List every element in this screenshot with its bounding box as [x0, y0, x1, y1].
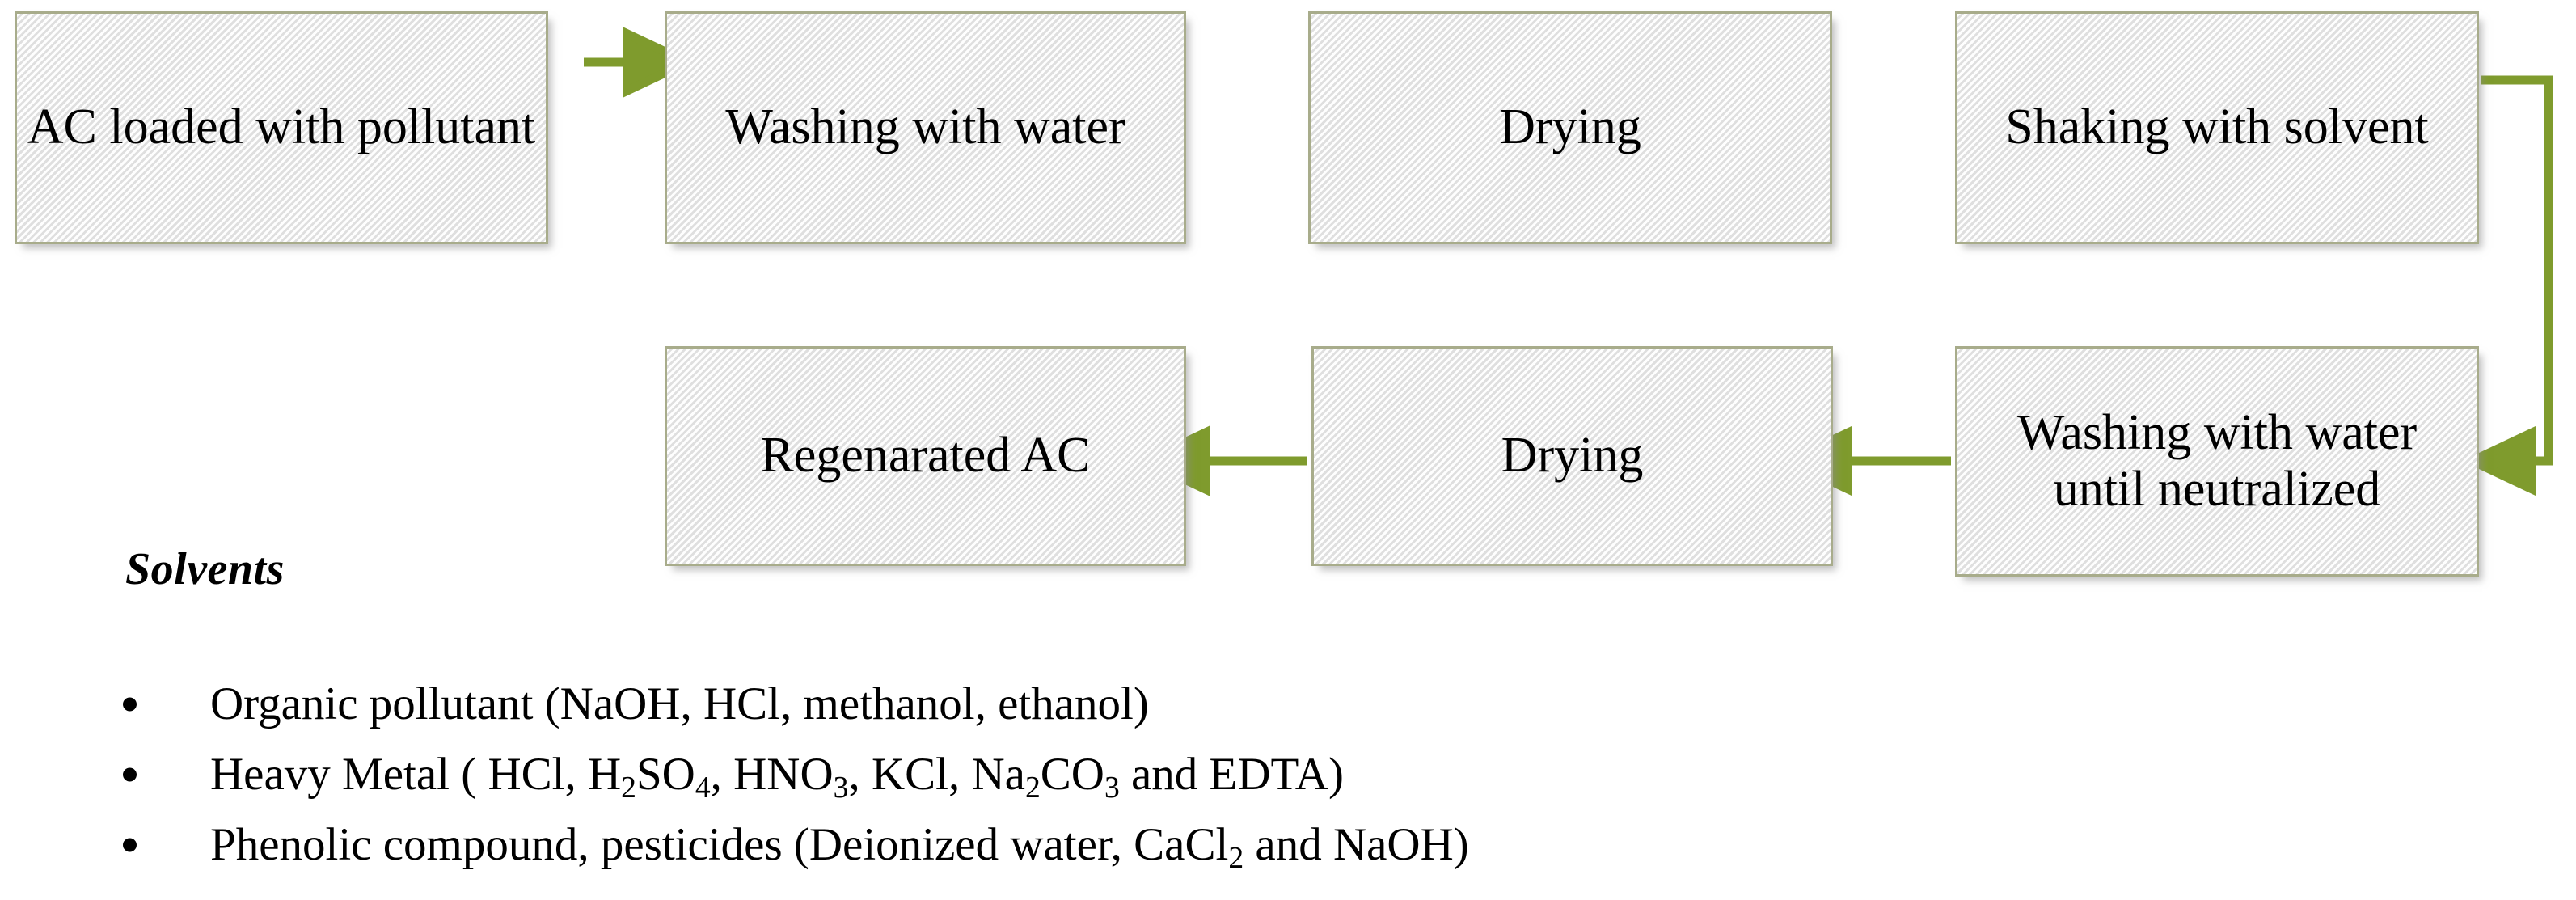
list-item: Heavy Metal ( HCl, H2SO4, HNO3, KCl, Na2… [105, 748, 1469, 805]
solvents-heading: Solvents [125, 544, 285, 594]
node-label: Drying [1501, 428, 1644, 484]
bullet-icon [123, 767, 137, 781]
bullet-icon [123, 697, 137, 711]
node-label: Washing with water until neutralized [2016, 405, 2418, 517]
node-label: Drying [1499, 99, 1641, 155]
node-regenerated-ac[interactable]: Regenarated AC [665, 346, 1186, 566]
solvent-text: Organic pollutant (NaOH, HCl, methanol, … [210, 678, 1149, 729]
list-item: Phenolic compound, pesticides (Deionized… [105, 818, 1469, 876]
node-shaking-with-solvent[interactable]: Shaking with solvent [1955, 11, 2479, 244]
solvent-text: Phenolic compound, pesticides (Deionized… [210, 819, 1469, 876]
solvents-list: Organic pollutant (NaOH, HCl, methanol, … [105, 678, 1469, 889]
node-label: AC loaded with pollutant [27, 99, 536, 155]
arrow-shaking-to-neutralwash [2481, 75, 2553, 461]
node-label: Shaking with solvent [2005, 99, 2429, 155]
solvent-text: Heavy Metal ( HCl, H2SO4, HNO3, KCl, Na2… [210, 749, 1344, 805]
node-ac-loaded-with-pollutant[interactable]: AC loaded with pollutant [15, 11, 548, 244]
list-item: Organic pollutant (NaOH, HCl, methanol, … [105, 678, 1469, 730]
node-label: Regenarated AC [760, 428, 1091, 484]
node-drying-2[interactable]: Drying [1311, 346, 1833, 566]
node-washing-with-water[interactable]: Washing with water [665, 11, 1186, 244]
node-drying-1[interactable]: Drying [1308, 11, 1832, 244]
bullet-icon [123, 838, 137, 851]
node-washing-until-neutralized[interactable]: Washing with water until neutralized [1955, 346, 2479, 577]
node-label: Washing with water [725, 99, 1125, 155]
